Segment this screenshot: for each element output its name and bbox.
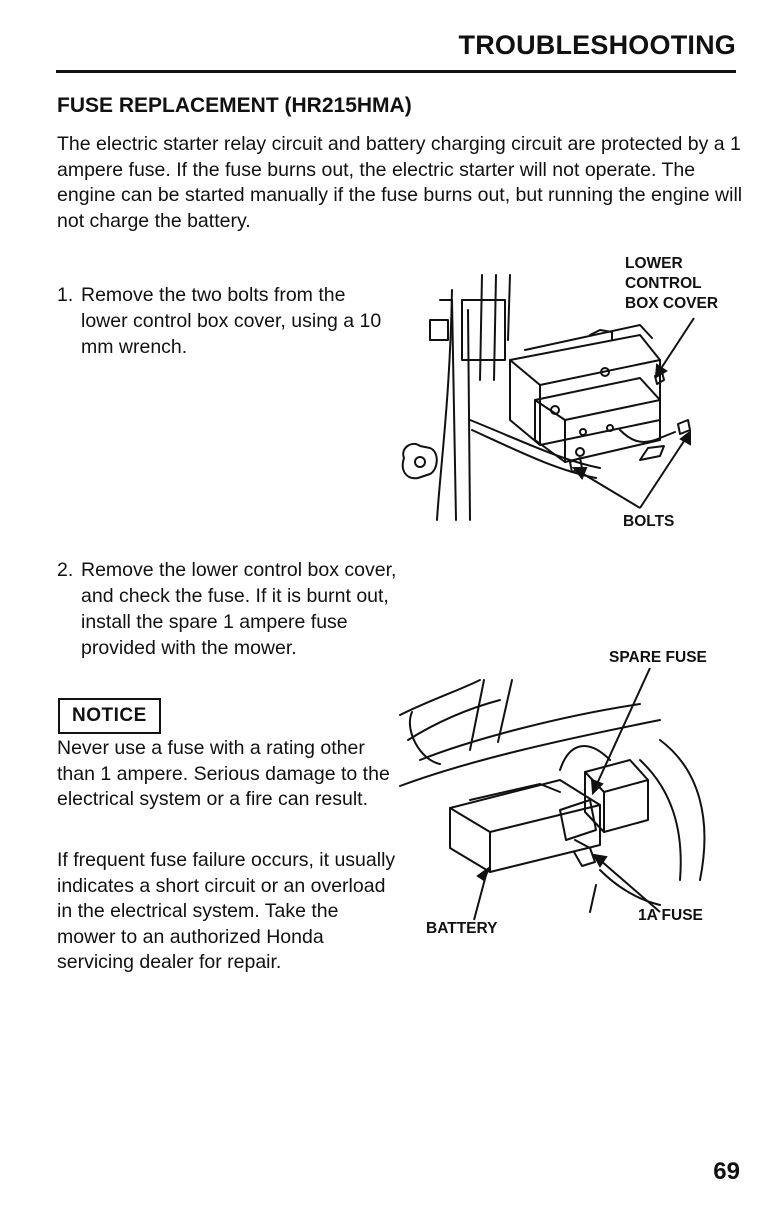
- label-1a-fuse: 1A FUSE: [638, 907, 703, 924]
- label-control: CONTROL: [625, 275, 702, 292]
- step-2-text: Remove the lower control box cover, and …: [81, 559, 397, 659]
- notice-badge: NOTICE: [58, 698, 161, 734]
- label-lower: LOWER: [625, 255, 683, 272]
- step-2-number: 2.: [57, 559, 74, 581]
- step-1-number: 1.: [57, 284, 74, 306]
- label-bolts: BOLTS: [623, 513, 675, 530]
- section-title: FUSE REPLACEMENT (HR215HMA): [57, 94, 412, 117]
- page-number: 69: [713, 1158, 740, 1185]
- label-spare-fuse: SPARE FUSE: [609, 649, 707, 666]
- page-header-title: TROUBLESHOOTING: [458, 30, 736, 60]
- advice-paragraph: If frequent fuse failure occurs, it usua…: [57, 849, 396, 973]
- step-2: 2. Remove the lower control box cover, a…: [57, 557, 397, 661]
- label-battery: BATTERY: [426, 920, 498, 937]
- intro-paragraph: The electric starter relay circuit and b…: [57, 133, 743, 232]
- step-1: 1. Remove the two bolts from the lower c…: [57, 282, 392, 360]
- notice-text: Never use a fuse with a rating other tha…: [57, 737, 390, 810]
- label-box-cover: BOX COVER: [625, 295, 719, 312]
- header-divider: [56, 70, 736, 73]
- step-1-text: Remove the two bolts from the lower cont…: [81, 284, 382, 358]
